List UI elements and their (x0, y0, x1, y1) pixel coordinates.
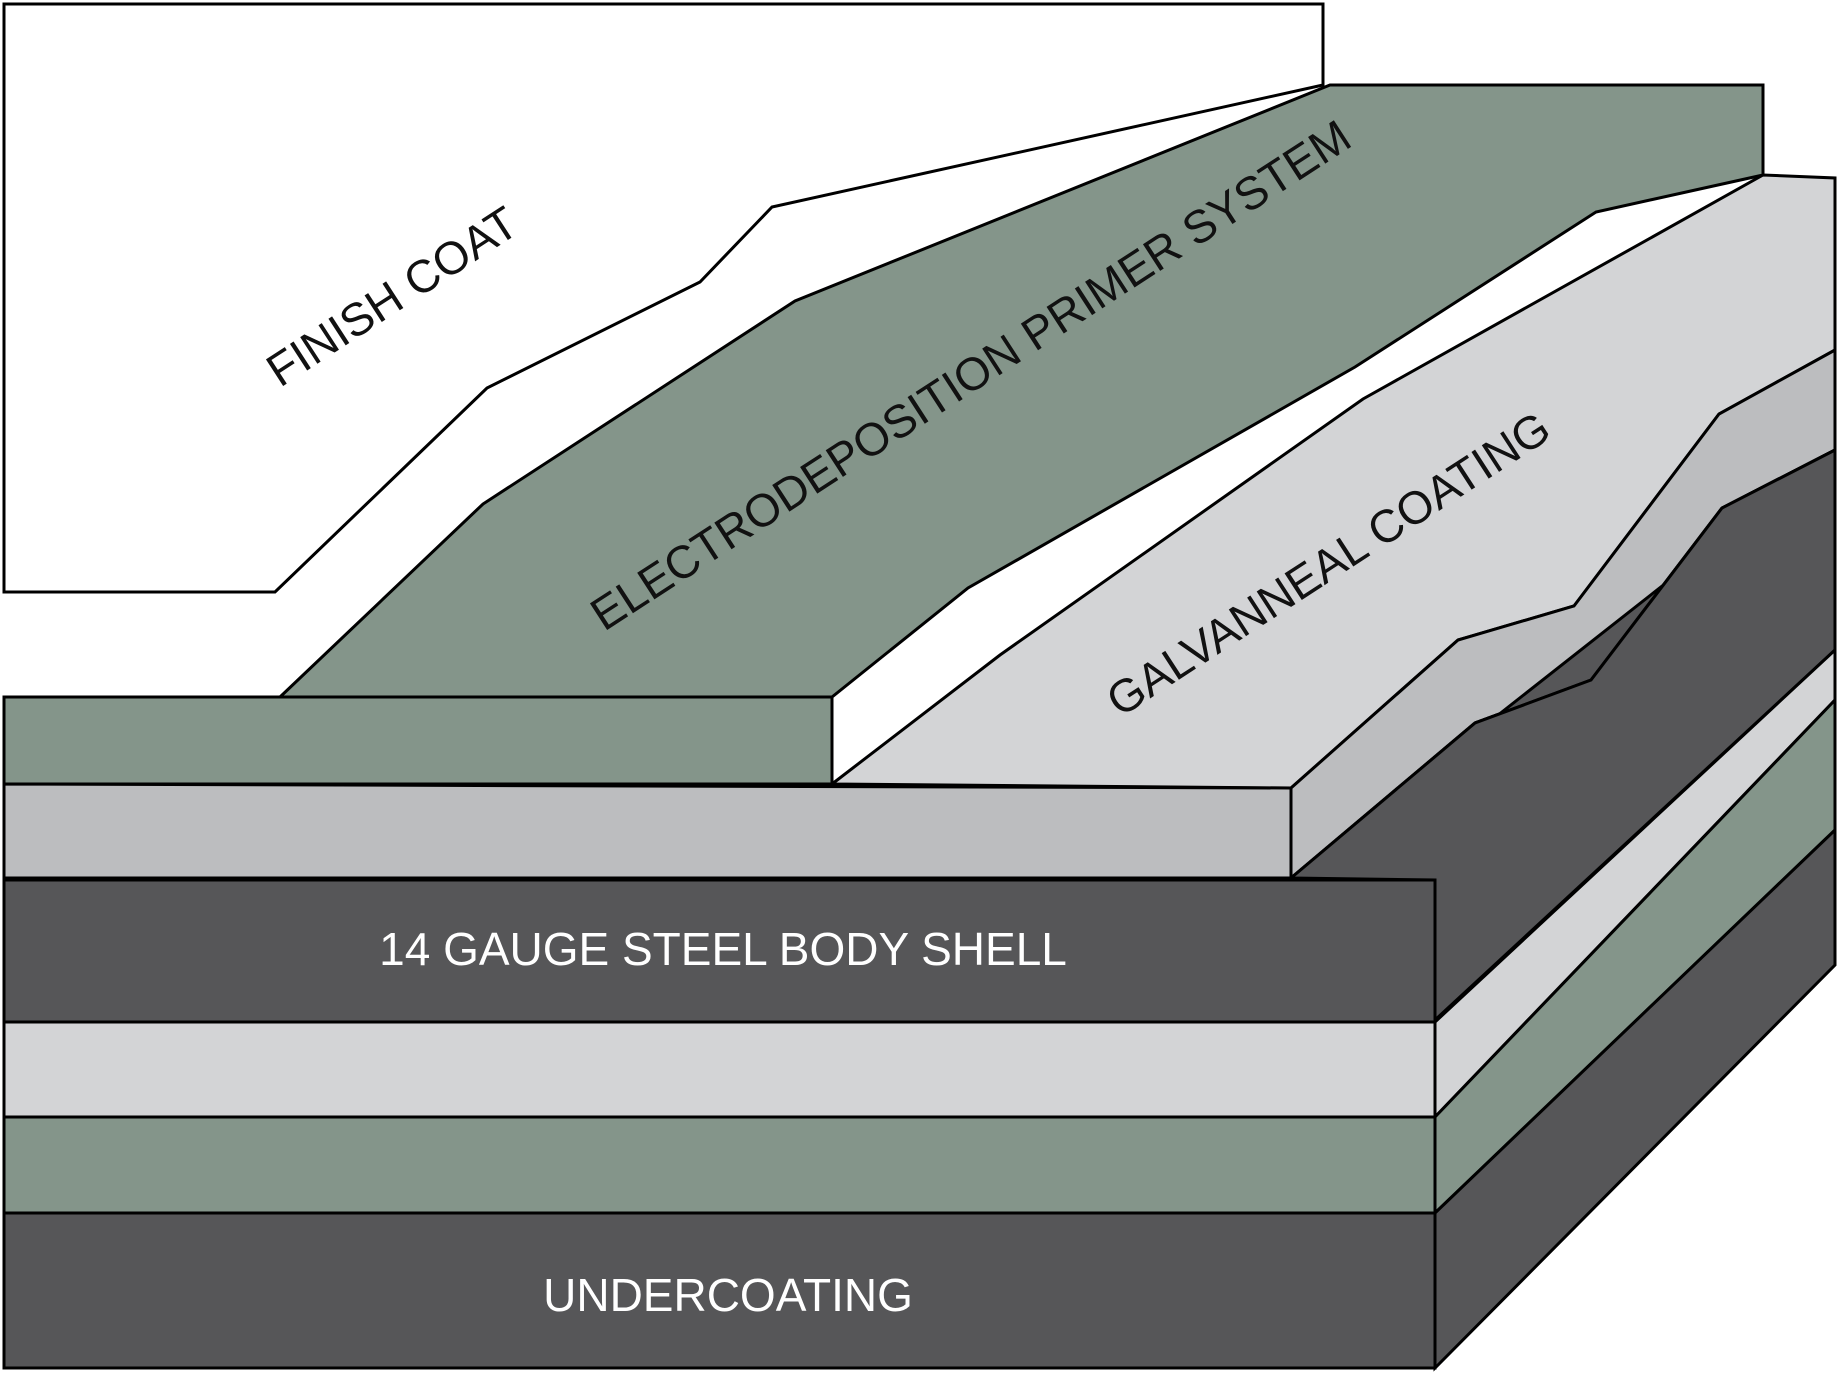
lower-primer-front (2, 1115, 1437, 1215)
steel-shell-label: 14 GAUGE STEEL BODY SHELL (379, 923, 1067, 975)
lower-galvanneal-front (2, 1020, 1437, 1119)
primer-front-band (2, 695, 834, 786)
undercoating-label: UNDERCOATING (543, 1269, 913, 1321)
undercoating-side (1433, 826, 1837, 1372)
galvanneal-front-band (2, 782, 1293, 880)
